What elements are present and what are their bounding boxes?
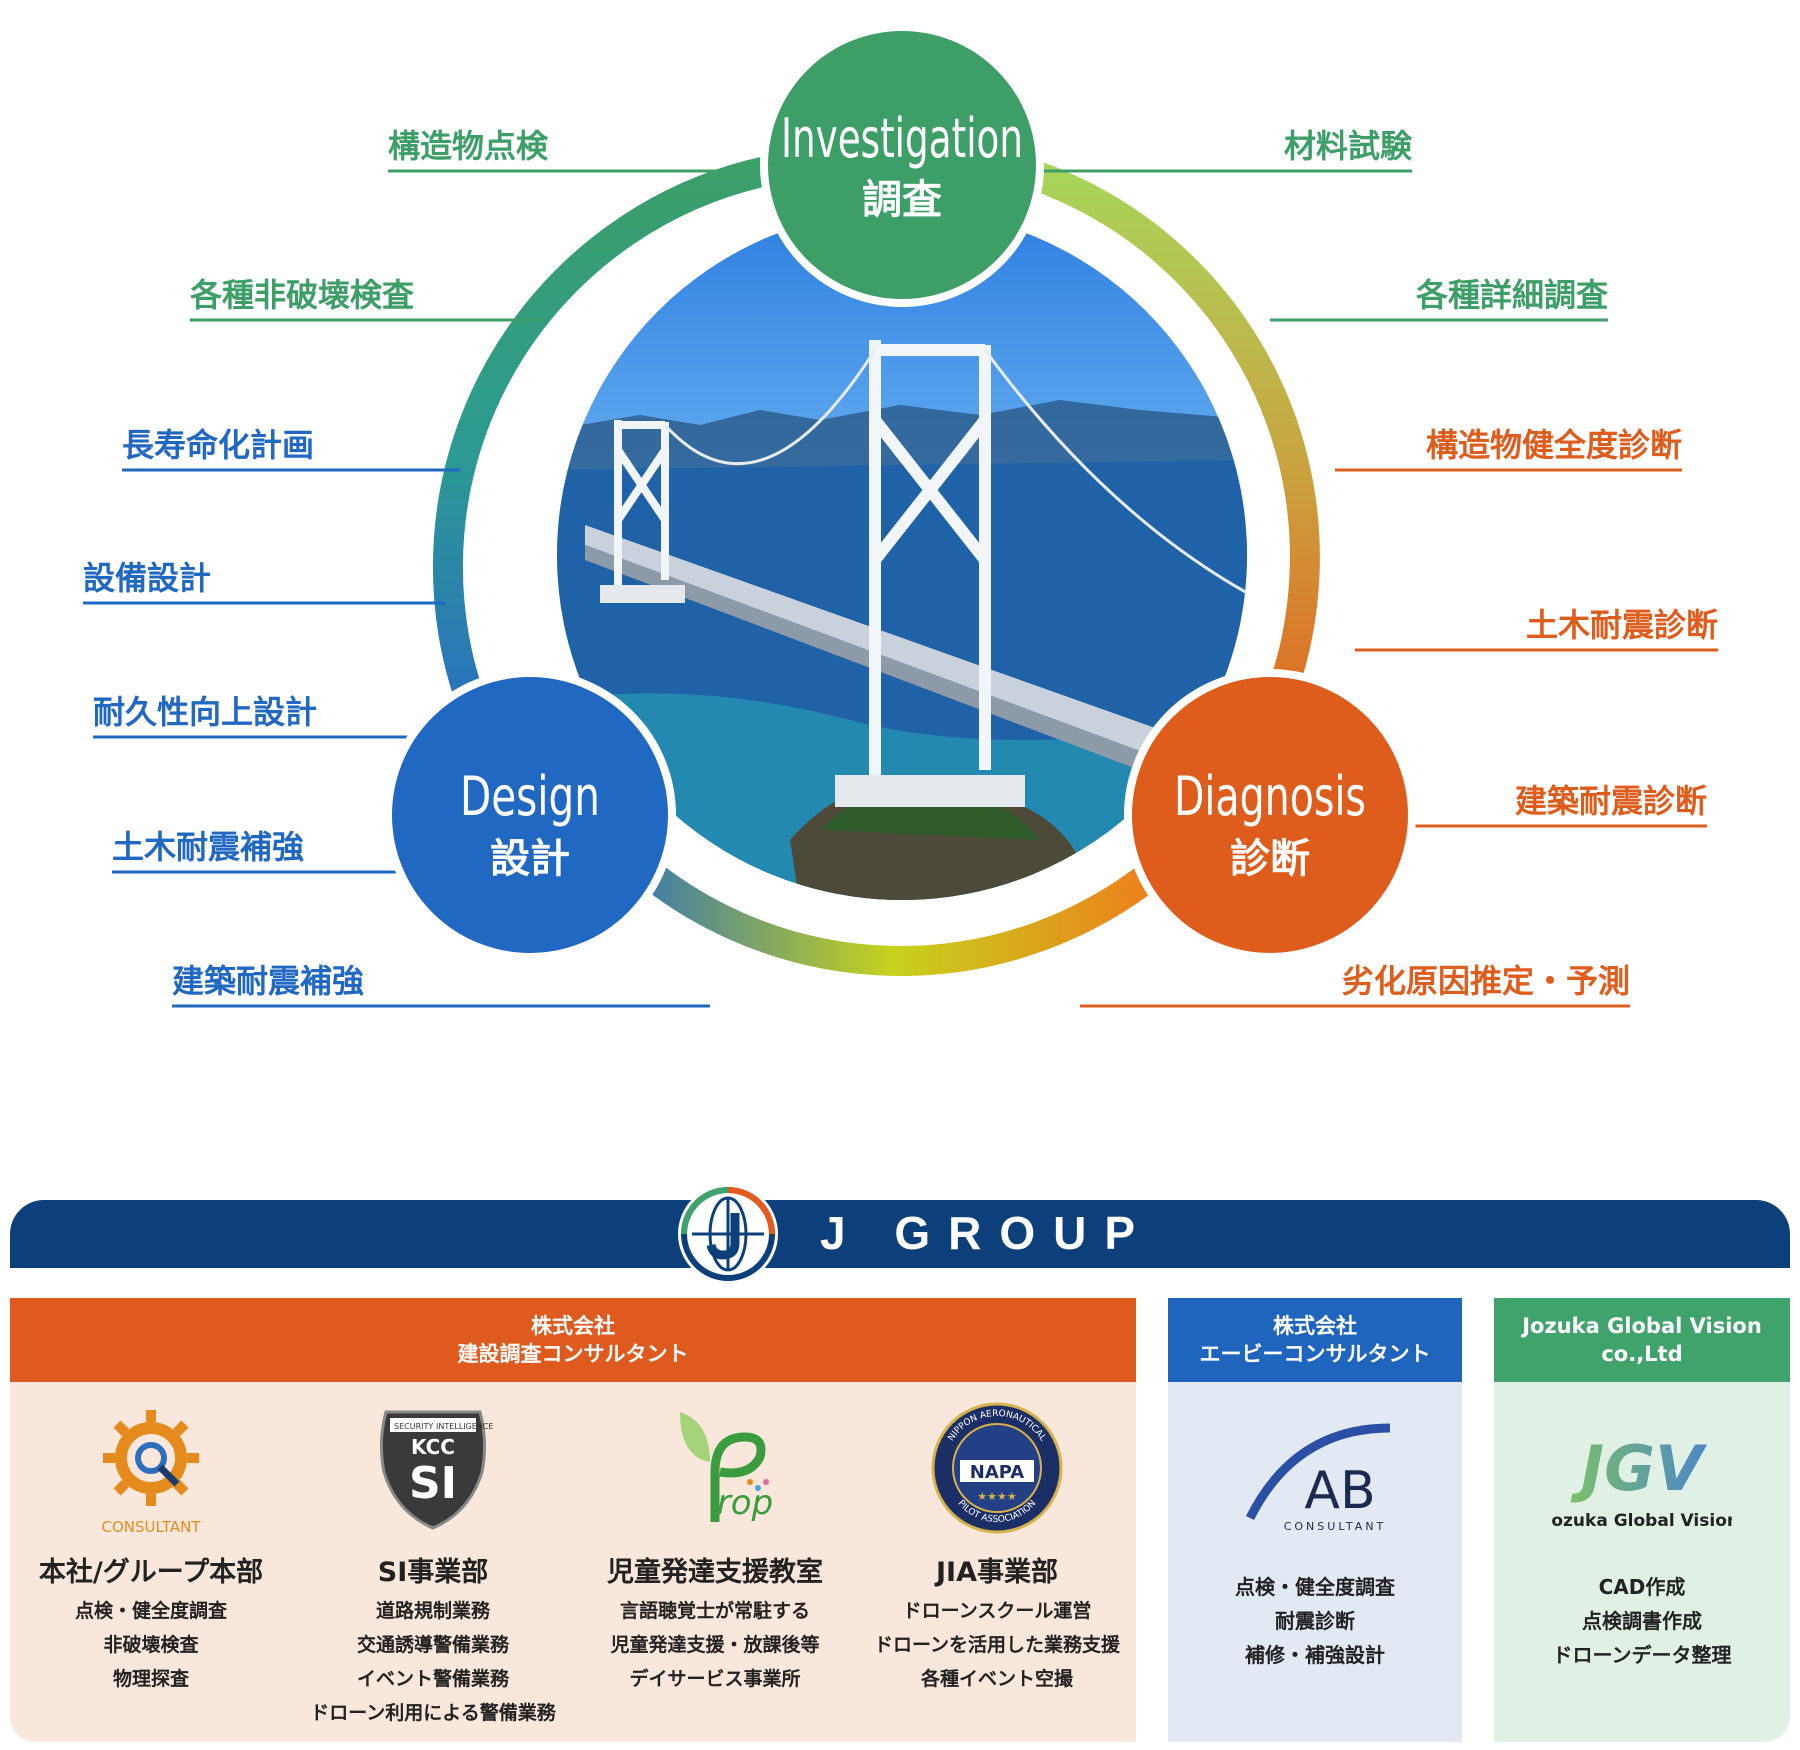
company-type: 株式会社 (1273, 1314, 1357, 1338)
investigation-hub-ja: 調査 (862, 177, 942, 223)
unit-title: 本社/グループ本部 (38, 1557, 264, 1588)
company-suffix: co.,Ltd (1601, 1342, 1683, 1366)
unit-si: SECURITY INTELLIGENCE KCC SI SI事業部 道路規制業… (292, 1382, 574, 1742)
company-service: ドローンデータ整理 (1552, 1643, 1732, 1667)
item-structural-health-diagnosis: 構造物健全度診断 (1426, 426, 1682, 464)
ring-arc-diagnosis-design (604, 832, 1178, 976)
napa-emblem-icon: NIPPON AERONAUTICAL PILOT ASSOCIATION NA… (931, 1402, 1063, 1534)
design-hub-en: Design (460, 765, 600, 828)
company-service: 点検・健全度調査 (1235, 1575, 1395, 1599)
unit-service: デイサービス事業所 (629, 1668, 801, 1690)
item-civil-seismic-reinforcement: 土木耐震補強 (112, 828, 304, 866)
svg-text:NAPA: NAPA (970, 1462, 1025, 1483)
svg-text:rop: rop (717, 1483, 773, 1523)
consultant-logo-text: CONSULTANT (102, 1518, 202, 1536)
unit-service: 交通誘導警備業務 (356, 1634, 509, 1656)
svg-text:AB: AB (1304, 1461, 1375, 1521)
svg-text:INTELLIGENCE: INTELLIGENCE (436, 1422, 493, 1431)
diagnosis-hub: Diagnosis 診断 (1124, 669, 1416, 961)
item-deterioration-prediction: 劣化原因推定・予測 (1342, 962, 1630, 1000)
unit-service: 点検・健全度調査 (74, 1600, 227, 1622)
svg-text:Jozuka Global Vision: Jozuka Global Vision (1552, 1511, 1732, 1531)
investigation-hub-en: Investigation (781, 107, 1023, 170)
services-cycle-diagram: Investigation 調査 Design 設計 Diagnosis 診断 … (83, 23, 1718, 1008)
item-nondestructive-testing: 各種非破壊検査 (190, 276, 414, 314)
consultant-logo-icon: CONSULTANT (102, 1410, 202, 1536)
company-name: 建設調査コンサルタント (457, 1342, 689, 1366)
unit-headquarters: CONSULTANT 本社/グループ本部 点検・健全度調査 非破壊検査 物理探査 (10, 1382, 292, 1742)
ab-consultant-logo-icon: AB CONSULTANT (1245, 1423, 1391, 1533)
company-jozuka-global-vision: Jozuka Global Vision co.,Ltd JGV Jozuka … (1494, 1298, 1790, 1742)
diagnosis-hub-ja: 診断 (1230, 836, 1310, 882)
svg-text:SI: SI (409, 1458, 457, 1509)
company-kensetsu-chosa: 株式会社 建設調査コンサルタント (10, 1298, 1136, 1742)
company-name: Jozuka Global Vision (1522, 1314, 1762, 1338)
unit-service: 物理探査 (112, 1668, 189, 1690)
item-building-seismic-reinforcement: 建築耐震補強 (172, 962, 364, 1000)
unit-title: 児童発達支援教室 (607, 1557, 823, 1588)
unit-service: 児童発達支援・放課後等 (610, 1634, 820, 1656)
company-ab-consultant: 株式会社 エービーコンサルタント AB CONSULTANT 点検・健全度調査 … (1168, 1298, 1462, 1742)
svg-text:SECURITY: SECURITY (394, 1422, 433, 1431)
svg-text:KCC: KCC (411, 1435, 455, 1459)
unit-title: SI事業部 (377, 1557, 489, 1588)
jgv-logo-icon: JGV Jozuka Global Vision (1552, 1432, 1732, 1531)
company-service: 耐震診断 (1275, 1609, 1355, 1633)
item-durability-design: 耐久性向上設計 (93, 693, 317, 731)
ring-arc-design-investigation (432, 155, 773, 735)
company-name: エービーコンサルタント (1199, 1342, 1431, 1366)
design-hub-ja: 設計 (490, 836, 570, 882)
unit-title: JIA事業部 (936, 1557, 1058, 1588)
design-hub: Design 設計 (384, 669, 676, 961)
unit-service: 言語聴覚士が常駐する (619, 1600, 810, 1622)
bridge-photo (557, 210, 1247, 900)
ring-arc-investigation-diagnosis (1030, 161, 1320, 741)
company-header: 株式会社 建設調査コンサルタント (10, 1298, 1136, 1382)
diagnosis-hub-en: Diagnosis (1174, 765, 1366, 828)
svg-text:CONSULTANT: CONSULTANT (1284, 1520, 1387, 1533)
unit-service: ドローン利用による警備業務 (310, 1702, 556, 1724)
prop-leaf-icon: rop (680, 1412, 773, 1523)
unit-service: ドローンを活用した業務支援 (873, 1634, 1121, 1656)
kcc-si-shield-icon: SECURITY INTELLIGENCE KCC SI (379, 1410, 493, 1530)
unit-service: 道路規制業務 (375, 1600, 490, 1622)
svg-text:JGV: JGV (1570, 1432, 1708, 1505)
j-group-section: J GROUP 株式会社 建設調査コンサルタント (0, 1180, 1800, 1750)
item-detailed-survey: 各種詳細調査 (1416, 276, 1608, 314)
company-service: 補修・補強設計 (1245, 1643, 1385, 1667)
item-civil-seismic-diagnosis: 土木耐震診断 (1526, 606, 1718, 644)
unit-child-development: rop 児童発達支援教室 言語聴覚士が常駐する 児童発達支援・放課後等 デイサー… (574, 1382, 856, 1742)
item-building-seismic-diagnosis: 建築耐震診断 (1515, 782, 1707, 820)
company-type: 株式会社 (531, 1314, 615, 1338)
unit-service: 非破壊検査 (103, 1634, 199, 1656)
investigation-hub: Investigation 調査 (760, 23, 1044, 307)
company-header: 株式会社 エービーコンサルタント (1168, 1298, 1462, 1382)
company-service: 点検調書作成 (1582, 1609, 1702, 1633)
unit-service: ドローンスクール運営 (902, 1600, 1092, 1622)
item-structure-inspection: 構造物点検 (388, 127, 549, 165)
item-life-extension-plan: 長寿命化計画 (122, 426, 314, 464)
j-group-banner (10, 1200, 1790, 1268)
unit-jia: NIPPON AERONAUTICAL PILOT ASSOCIATION NA… (856, 1382, 1138, 1742)
item-material-testing: 材料試験 (1284, 127, 1413, 165)
item-facility-design: 設備設計 (83, 559, 211, 597)
unit-service: 各種イベント空撮 (920, 1668, 1073, 1690)
j-group-title: J GROUP (820, 1207, 1154, 1259)
company-service: CAD作成 (1598, 1575, 1686, 1599)
company-header: Jozuka Global Vision co.,Ltd (1494, 1298, 1790, 1382)
unit-service: イベント警備業務 (356, 1668, 509, 1690)
j-group-globe-logo-icon (678, 1184, 778, 1284)
svg-text:★★★★: ★★★★ (977, 1490, 1017, 1503)
